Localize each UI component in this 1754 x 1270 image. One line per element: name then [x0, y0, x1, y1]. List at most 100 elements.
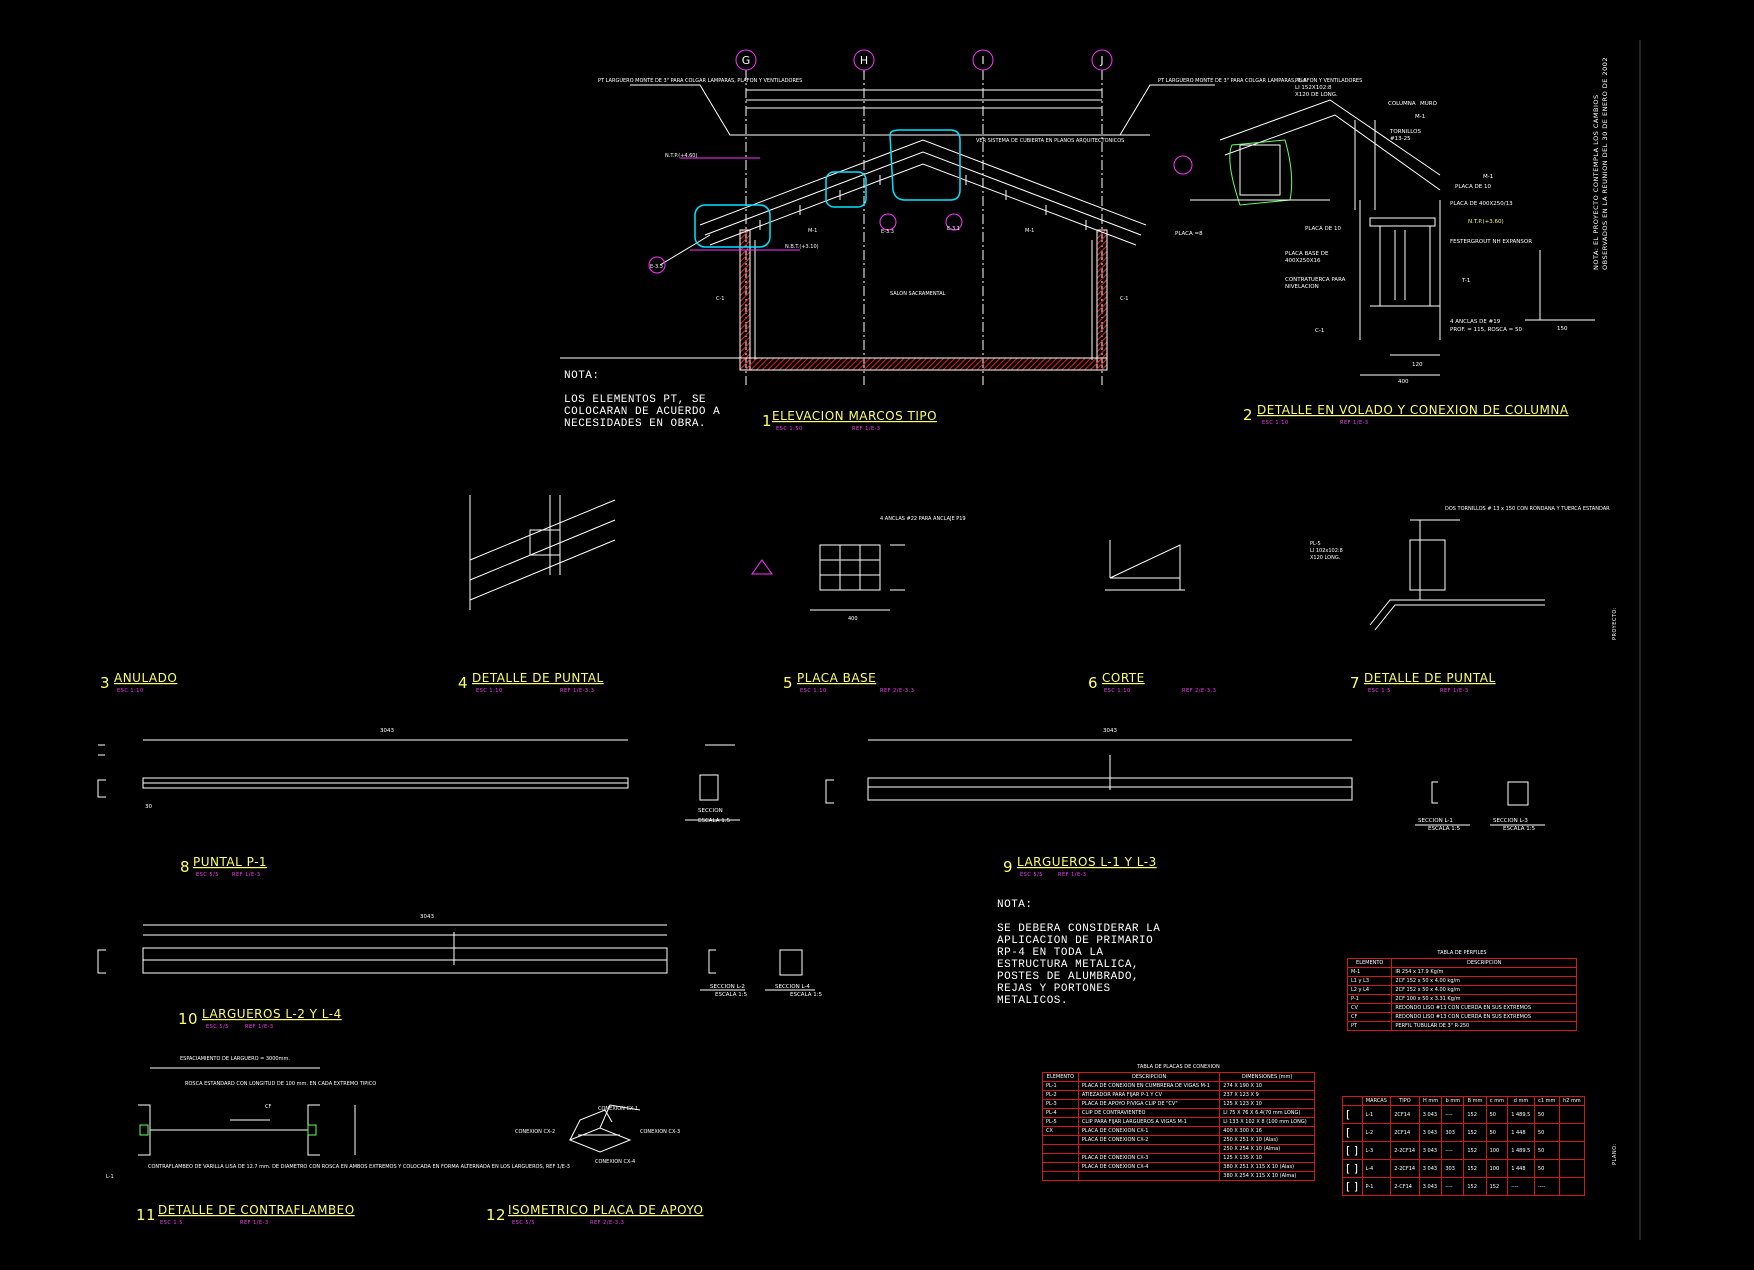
det2-dim120: 120 [1412, 362, 1423, 368]
note-1-heading: NOTA: [564, 370, 600, 382]
cell: 3 043 [1418, 1105, 1443, 1124]
svg-text:ESC 1:10: ESC 1:10 [117, 688, 144, 694]
cell: PL-3 [1042, 1099, 1079, 1109]
d11-l1: L-1 [106, 1174, 114, 1180]
cell: 380 X 251 X 115 X 10 (Alas) [1219, 1162, 1315, 1172]
svg-text:ESC 5/5: ESC 5/5 [512, 1220, 535, 1226]
cell [1558, 1159, 1586, 1178]
detail-12-drawing [568, 1104, 641, 1153]
det2-ntp: N.T.P.(+3.60) [1468, 219, 1504, 225]
grid-bubble-labels: G H I J [742, 54, 1104, 67]
svg-text:CORTE: CORTE [1102, 671, 1145, 685]
cell: LI 75 X 76 X 6.4(70 mm LONG) [1219, 1108, 1315, 1118]
cell: 250 X 251 X 10 (Alas) [1219, 1135, 1315, 1145]
note-2-line: SE DEBERA CONSIDERAR LA [997, 923, 1161, 935]
d11-t2: CONTRAFLAMBEO DE VARILLA LISA DE 12.7 mm… [148, 1164, 570, 1170]
svg-text:REF 1/E-3: REF 1/E-3 [852, 426, 881, 432]
det2-placabase: PLACA BASE DE [1285, 251, 1329, 257]
callout-e31: E-3.1 [947, 226, 960, 232]
cell: 152 [1463, 1123, 1487, 1142]
svg-text:9: 9 [1003, 858, 1013, 876]
cell: 2-CF14 [1390, 1177, 1420, 1196]
cell: P-1 [1361, 1177, 1392, 1196]
cell [1042, 1162, 1079, 1172]
cell: 2CF14 [1390, 1105, 1420, 1124]
cell: 50 [1533, 1105, 1560, 1124]
svg-text:DETALLE DE PUNTAL: DETALLE DE PUNTAL [1364, 671, 1496, 685]
detail-10-labels: 3043 SECCION L-2 ESCALA 1:5 SECCION L-4 … [420, 914, 823, 998]
svg-text:DETALLE DE PUNTAL: DETALLE DE PUNTAL [472, 671, 604, 685]
svg-text:ESC 1:10: ESC 1:10 [1262, 420, 1289, 426]
cell: 1 448 [1507, 1123, 1535, 1142]
cell: 250 X 254 X 10 (Alma) [1219, 1144, 1315, 1154]
d12-cx1: CONEXION CX-1 [598, 1106, 638, 1112]
svg-text:5: 5 [783, 674, 793, 692]
d5-label: 4 ANCLAS #22 PARA ANCLAJE P19 [880, 516, 966, 522]
cell: ---- [1441, 1141, 1465, 1160]
svg-text:6: 6 [1088, 674, 1098, 692]
d10-sec4: SECCION L-4 [775, 984, 810, 990]
cell: PL-5 [1042, 1117, 1079, 1127]
cell: 303 [1441, 1159, 1465, 1178]
grid-bubble-j: J [1099, 54, 1103, 67]
d9-sec3: SECCION L-3 [1493, 818, 1528, 824]
d7-pl: PL-5 [1310, 541, 1321, 547]
th: B mm [1463, 1096, 1487, 1106]
d7-li: LI 102x102:8 [1310, 548, 1343, 554]
det2-tornillos2: #13-25 [1390, 136, 1411, 142]
cell: 1 489.5 [1507, 1141, 1535, 1160]
svg-text:2: 2 [1243, 406, 1253, 424]
table-row: 380 X 254 X 115 X 10 (Alma) [1042, 1171, 1315, 1181]
svg-text:ESC 5/5: ESC 5/5 [206, 1024, 229, 1030]
svg-text:REF 1/E-3: REF 1/E-3 [240, 1220, 269, 1226]
cell [1077, 1171, 1221, 1181]
cell: P-1 [1346, 994, 1393, 1004]
d12-cx3: CONEXION CX-3 [640, 1129, 680, 1135]
svg-text:ESC 1:50: ESC 1:50 [776, 426, 803, 432]
d9-esc3: ESCALA 1:5 [1503, 826, 1536, 832]
cell [1558, 1105, 1586, 1124]
svg-text:PUNTAL P-1: PUNTAL P-1 [193, 855, 267, 869]
det2-muro: MURO [1420, 101, 1438, 107]
ver-sistema-label: VER SISTEMA DE CUBIERTA EN PLANOS ARQUIT… [976, 138, 1124, 144]
th: TIPO [1390, 1096, 1420, 1106]
svg-text:ESC 1:10: ESC 1:10 [1104, 688, 1131, 694]
grid-bubble-g: G [742, 54, 751, 67]
d10-esc4: ESCALA 1:5 [790, 992, 823, 998]
det2-columna: COLUMNA [1388, 101, 1416, 107]
cell [1077, 1144, 1221, 1154]
th: b mm [1441, 1096, 1465, 1106]
cell: 2-2CF14 [1390, 1159, 1420, 1178]
svg-text:PLACA BASE: PLACA BASE [797, 671, 876, 685]
cell: 125 X 135 X 10 [1219, 1153, 1315, 1163]
cell: 50 [1485, 1123, 1509, 1142]
det2-t1: T-1 [1461, 278, 1470, 284]
c1-label-right: C-1 [1120, 296, 1128, 302]
det2-fester: FESTERGROUT NH EXPANSOR [1450, 239, 1532, 245]
detail-5-drawing [751, 544, 905, 611]
cell: CLIP PARA FIJAR LARGUEROS A VIGAS M-1 [1077, 1117, 1221, 1127]
det2-contra: CONTRATUERCA PARA [1285, 277, 1346, 283]
note-2-line: METALICOS. [997, 995, 1069, 1007]
det2-placa8: PLACA =8 [1175, 231, 1203, 237]
cell: PLACA DE CONEXION CX-4 [1077, 1162, 1221, 1172]
note-2-line: REJAS Y PORTONES [997, 983, 1111, 995]
det2-tornillos: TORNILLOS [1389, 129, 1422, 135]
cell: 50 [1485, 1105, 1509, 1124]
cell: 2CF 152 x 50 x 4.00 kg/m [1391, 985, 1577, 995]
svg-text:ELEVACION MARCOS TIPO: ELEVACION MARCOS TIPO [772, 409, 937, 423]
th: DESCRIPCION [1391, 958, 1577, 968]
cell: CF [1346, 1012, 1393, 1022]
th: MARCAS [1361, 1096, 1392, 1106]
d10-len: 3043 [420, 914, 434, 920]
